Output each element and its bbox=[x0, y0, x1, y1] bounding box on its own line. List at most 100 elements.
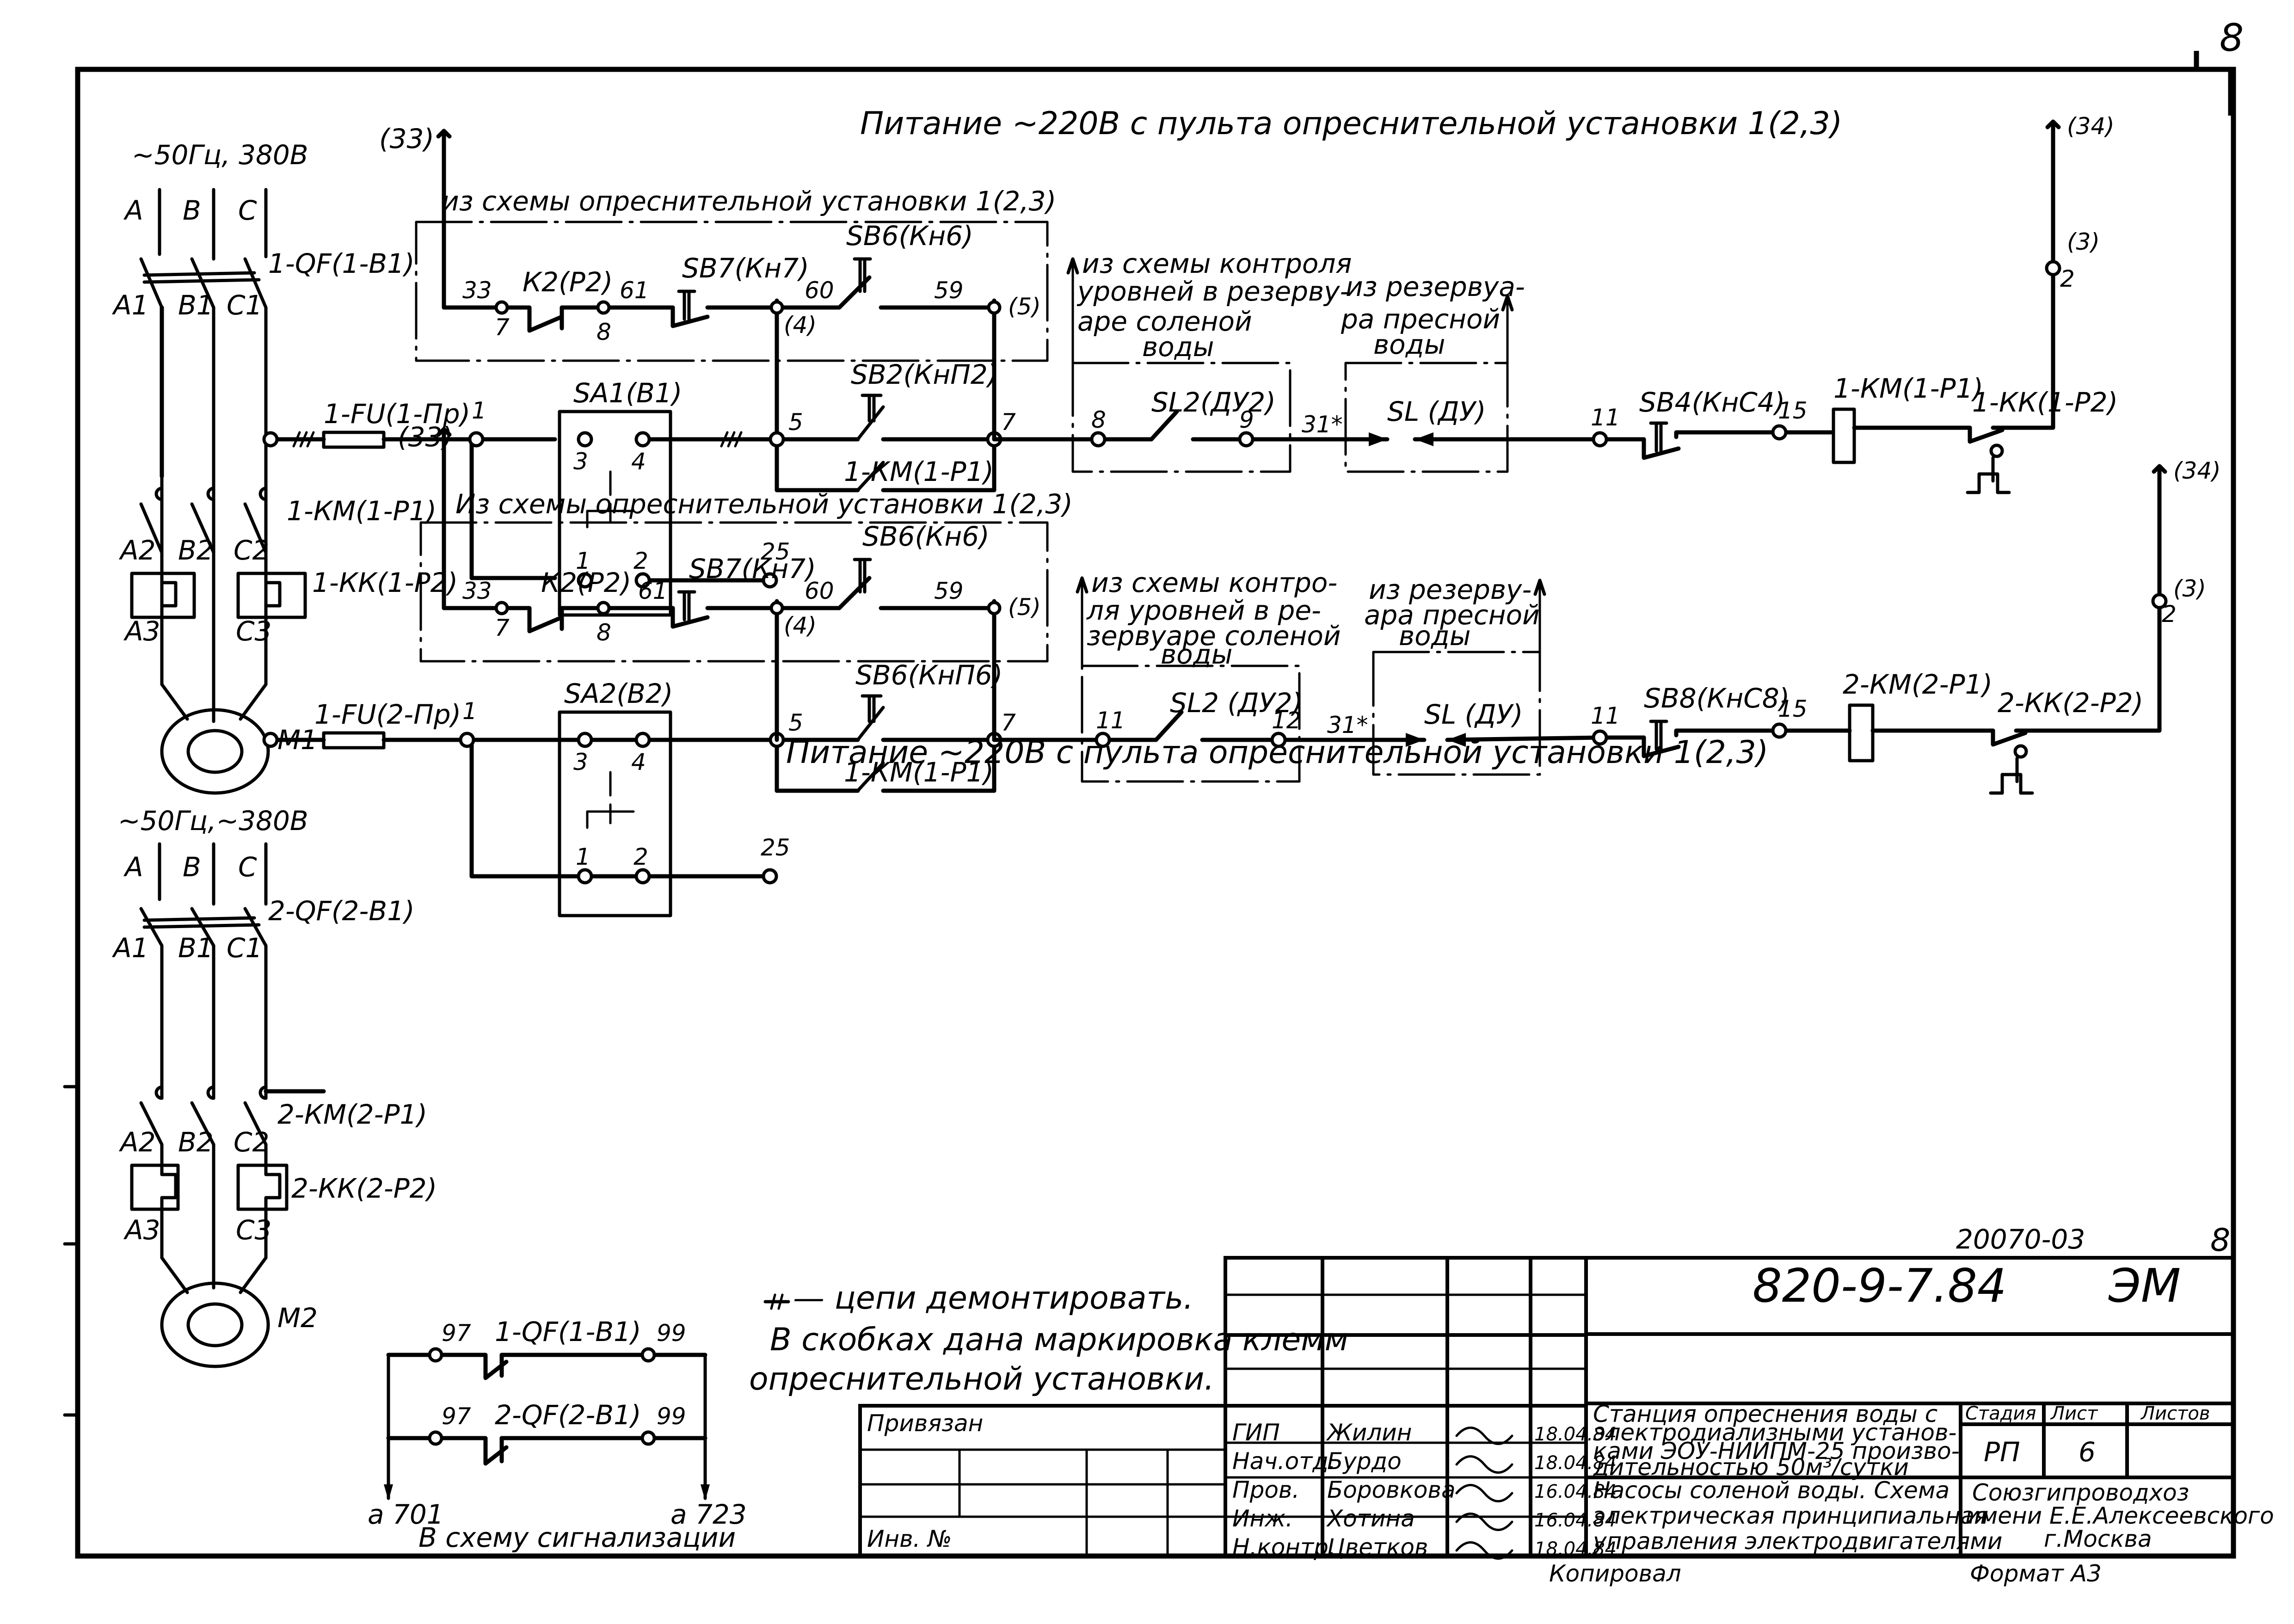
terminal-15 bbox=[1771, 722, 1788, 739]
sb7-button-symbol bbox=[677, 558, 872, 621]
kk-contact-label: 2-КК(2-Р2) bbox=[1998, 687, 2143, 719]
row1-right: 99 bbox=[657, 1320, 686, 1347]
terminal-97 bbox=[428, 1430, 443, 1446]
switch-term-2: 2 bbox=[633, 843, 648, 870]
label-5b: (5) bbox=[1008, 594, 1041, 621]
terminal-2 bbox=[2045, 260, 2061, 277]
breaker-out-b: В1 bbox=[178, 932, 214, 964]
contactor-out-c: С2 bbox=[234, 535, 269, 566]
thermal-relay-elements bbox=[130, 572, 307, 721]
supply-title: Питание ~220В с пульта опреснительной ус… bbox=[860, 105, 1842, 142]
km-aux-contact bbox=[856, 461, 885, 492]
terminal-2 bbox=[2151, 593, 2168, 609]
arrow-34-icon bbox=[2045, 119, 2061, 129]
notes: — цепи демонтировать. В скобках дана мар… bbox=[749, 1280, 1348, 1397]
level-wiring bbox=[992, 409, 1598, 442]
project-title-1: Станция опреснения воды с bbox=[1593, 1401, 1937, 1427]
terminal-25 bbox=[762, 572, 778, 589]
doc-code: 820-9-7.84 bbox=[1753, 1259, 2006, 1313]
sl2-caption-4: воды bbox=[1142, 331, 1214, 363]
selector-switch-sa1 bbox=[558, 410, 672, 617]
label-4: (4) bbox=[784, 612, 817, 639]
contactor-contacts bbox=[139, 474, 268, 723]
km-aux-label: 1-КМ(1-Р1) bbox=[844, 456, 994, 487]
out-left: а 701 bbox=[368, 1499, 444, 1530]
coil-label: 2-КМ(2-Р1) bbox=[1843, 669, 1993, 700]
signatory-role: Инж. bbox=[1232, 1505, 1293, 1532]
terminal-11 bbox=[1592, 729, 1608, 746]
row1-label: 1-QF(1-В1) bbox=[495, 1316, 641, 1347]
sl2-caption-2: ля уровней в ре- bbox=[1086, 595, 1321, 626]
fuse-symbol bbox=[322, 731, 386, 750]
label-7: 7 bbox=[495, 615, 510, 641]
label-33: 33 bbox=[462, 277, 492, 304]
phase-c-label: С bbox=[238, 195, 257, 226]
switch-label: SA2(В2) bbox=[564, 678, 673, 709]
switch-term-2: 2 bbox=[633, 547, 648, 574]
note-line-3: опреснительной установки. bbox=[749, 1361, 1214, 1397]
terminal-15 bbox=[1771, 424, 1788, 441]
terminal-99 bbox=[640, 1430, 656, 1446]
signatory-date: 18.04.84 bbox=[1534, 1538, 1617, 1560]
node-25-label: 25 bbox=[761, 834, 790, 861]
label-3: (3) bbox=[2173, 575, 2206, 602]
breaker-out-c: С1 bbox=[227, 289, 262, 321]
level-wiring bbox=[992, 710, 1602, 742]
label-59: 59 bbox=[934, 578, 964, 604]
sl2-box bbox=[1071, 362, 1292, 473]
arrow-33-icon bbox=[436, 427, 452, 437]
sl2-caption-4: воды bbox=[1161, 639, 1233, 670]
sl2-label: SL2 (ДУ2) bbox=[1170, 687, 1303, 719]
terminal-97 bbox=[428, 1347, 443, 1363]
phase-b-label: В bbox=[183, 851, 201, 883]
motor-m1-symbol bbox=[160, 708, 270, 795]
label-7: 7 bbox=[495, 314, 510, 341]
label-2: 2 bbox=[2162, 601, 2177, 627]
label-2: 2 bbox=[2060, 265, 2075, 292]
sheet-header: Лист bbox=[2050, 1403, 2098, 1424]
binding-grid bbox=[860, 1448, 1225, 1556]
title-block: 20070-03 8 bbox=[858, 1222, 2274, 1587]
sl-box bbox=[1344, 362, 1509, 473]
terminal-1 bbox=[468, 431, 485, 448]
project-title-2: электродиализными установ- bbox=[1593, 1419, 1956, 1446]
signature-scribble bbox=[1455, 1455, 1513, 1474]
external-wiring bbox=[442, 129, 996, 442]
contactor-out-b: В2 bbox=[178, 535, 214, 566]
format-label: Формат А3 bbox=[1970, 1560, 2102, 1587]
phase-a-label: А bbox=[123, 851, 143, 883]
terminal bbox=[262, 732, 279, 748]
node-7-label: 7 bbox=[1001, 709, 1016, 736]
terminal-11a bbox=[1095, 732, 1111, 748]
sl-label: SL (ДУ) bbox=[1387, 396, 1486, 427]
sb4-label: SB4(КнС4) bbox=[1639, 387, 1785, 418]
switch-term-4: 4 bbox=[631, 749, 646, 775]
fuse-label: 1-FU(2-Пр) bbox=[314, 699, 461, 730]
external-box-caption: из схемы опреснительной установки 1(2,3) bbox=[442, 185, 1056, 217]
thermal-relay-label: 2-КК(2-Р2) bbox=[291, 1173, 437, 1204]
label-11: 11 bbox=[1591, 702, 1620, 729]
relay-out-c: С3 bbox=[236, 1214, 271, 1246]
stage-header: Стадия bbox=[1965, 1403, 2036, 1424]
sb7-label: SB7(Кн7) bbox=[682, 252, 809, 284]
up-arrow-icon bbox=[1066, 257, 1079, 275]
k2-label: К2(Р2) bbox=[541, 567, 631, 598]
sl2-caption-2: уровней в резерву- bbox=[1076, 276, 1349, 307]
out-right: а 723 bbox=[670, 1499, 747, 1530]
sl2-caption-1: из схемы контро- bbox=[1091, 567, 1337, 598]
row2-label: 2-QF(2-В1) bbox=[495, 1399, 641, 1431]
node-1-label: 1 bbox=[462, 698, 477, 725]
switch-label: SA1(В1) bbox=[573, 377, 682, 409]
label-60: 60 bbox=[805, 578, 834, 604]
selector-switch-sa2 bbox=[558, 710, 672, 917]
sb6-button-symbol bbox=[853, 257, 872, 293]
sb6-label: SB6(Кн6) bbox=[846, 220, 973, 252]
coil-symbol bbox=[1848, 703, 1875, 763]
phase-c-label: С bbox=[238, 851, 257, 883]
label-5b: (5) bbox=[1008, 293, 1041, 320]
signatory-role: Н.контр. bbox=[1232, 1534, 1336, 1561]
org-line-3: г.Москва bbox=[2044, 1526, 2152, 1552]
label-9-sl2: 9 bbox=[1239, 406, 1254, 433]
label-8: 8 bbox=[597, 319, 611, 345]
up-arrow-icon bbox=[1533, 578, 1546, 596]
